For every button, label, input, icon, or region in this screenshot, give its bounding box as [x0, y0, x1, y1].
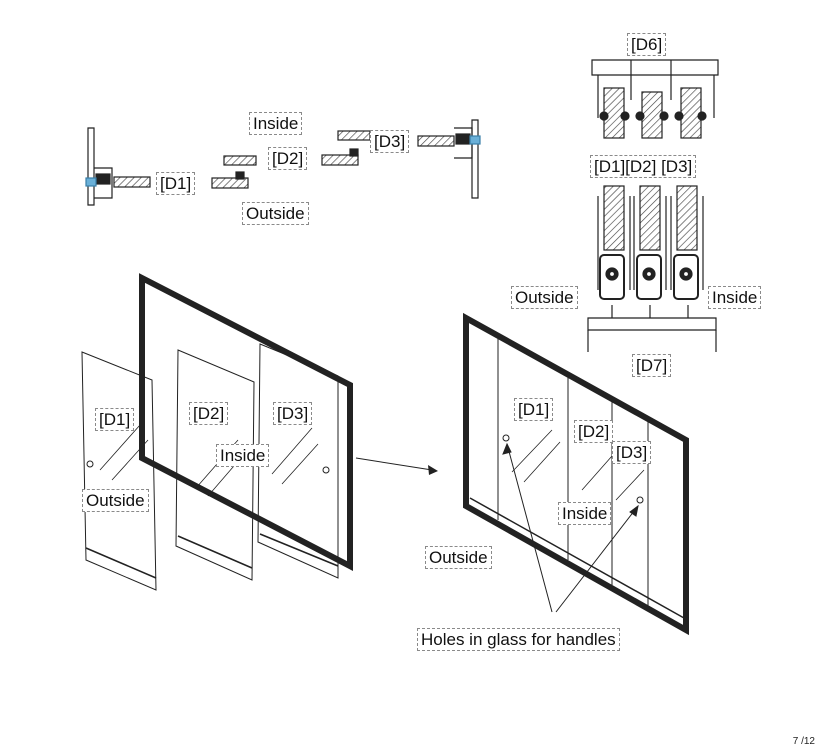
label-holes-for-handles: Holes in glass for handles	[417, 628, 620, 651]
label-top-d2: [D2]	[268, 147, 308, 170]
label-assembled-d2: [D2]	[574, 420, 614, 443]
plan-section-drawing	[85, 119, 481, 206]
label-assembled-inside: Inside	[558, 502, 612, 525]
label-exploded-inside: Inside	[216, 444, 270, 467]
label-right-outside: Outside	[511, 286, 578, 309]
label-assembled-d1: [D1]	[514, 398, 554, 421]
label-exploded-d1: [D1]	[95, 408, 135, 431]
label-d6: [D6]	[627, 33, 667, 56]
page-number: 7 /12	[792, 736, 815, 747]
label-top-d1: [D1]	[156, 172, 196, 195]
label-right-inside: Inside	[708, 286, 762, 309]
assembled-view-drawing	[463, 312, 689, 636]
label-exploded-d3: [D3]	[273, 402, 313, 425]
label-top-outside: Outside	[242, 202, 309, 225]
label-d1-d2-d3-sections: [D1][D2] [D3]	[590, 155, 697, 178]
label-top-d3: [D3]	[370, 130, 410, 153]
label-exploded-outside: Outside	[82, 489, 149, 512]
assembly-arrow	[355, 457, 438, 475]
exploded-view-drawing	[81, 273, 353, 591]
label-assembled-outside: Outside	[425, 546, 492, 569]
vertical-section-drawing	[587, 59, 719, 352]
label-assembled-d3: [D3]	[612, 441, 652, 464]
label-d7: [D7]	[632, 354, 672, 377]
label-exploded-d2: [D2]	[189, 402, 229, 425]
label-top-inside: Inside	[249, 112, 303, 135]
